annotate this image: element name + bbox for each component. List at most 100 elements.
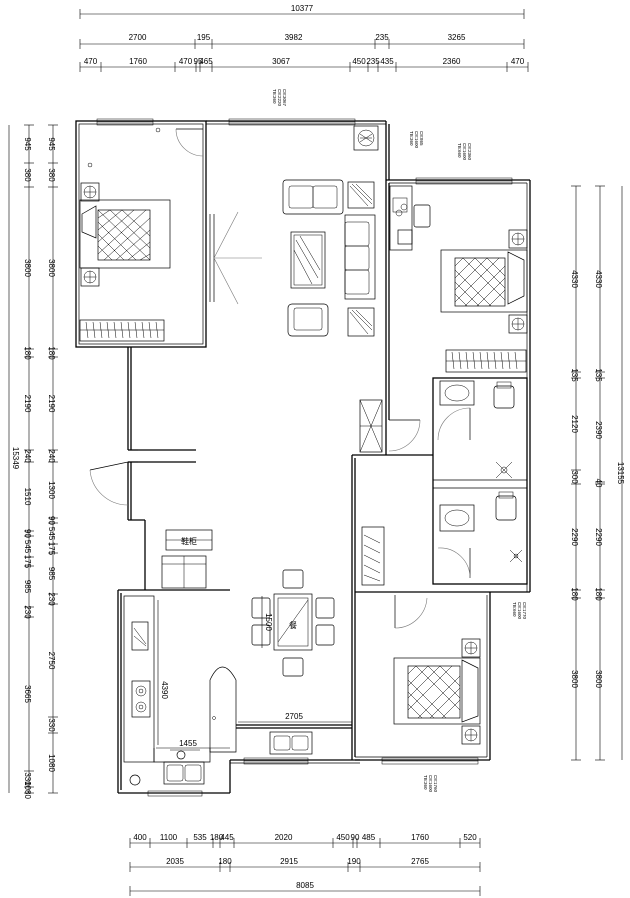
left-inner-label: 2190 [47,395,56,413]
gas-stove [131,680,151,718]
dining-chair [315,597,335,619]
left-outer-label: 380 [23,168,32,182]
left-outer-label: 230 [23,605,32,619]
window-note-2b: C8:1600 [414,131,419,149]
top-row2-label: 465 [199,57,213,66]
bottom-row1-label: 520 [463,833,477,842]
hall-closet [359,399,383,453]
window-note-3c: TB:660 [457,143,462,158]
bottom-row2-label: 190 [347,857,361,866]
top-row2-label: 435 [380,57,394,66]
sofa-two-seat [282,179,344,215]
top-row2-label: 450 [352,57,366,66]
left-outer-label: 985 [23,580,32,594]
bathroom-2 [439,491,523,563]
left-inner-label: 380 [47,168,56,182]
kitchen-depth-label: 4390 [160,681,169,699]
washbasin-2 [439,504,475,532]
top-row2-label: 3067 [272,57,290,66]
window-note-5a: C8:1760 [433,775,438,793]
washbasin-1 [439,380,475,406]
right-inner-label: 180 [570,587,579,601]
top-row1-label: 3982 [285,33,303,42]
door-entry [89,461,129,471]
bottom-dimension-overall: 8085 [129,881,481,896]
left-inner-label: 230 [47,592,56,606]
left-dimension-overall: 15349 [8,125,20,793]
left-inner-label: 985 [47,567,56,581]
window-note-1b: C8:2220 [277,89,282,107]
overall-left-label: 15349 [11,447,20,470]
window-kitchen [147,790,203,797]
kitchen-island [209,666,237,753]
nightstand-nw-1 [80,182,100,202]
kitchen: 4390 1455 [123,595,237,786]
window-note-4a: C8:1770 [522,602,527,620]
right-dimension-overall: 13155 [616,186,625,760]
se-bedroom [393,638,481,745]
nightstand-se-2 [461,725,481,745]
nw-bedroom [79,127,171,342]
left-inner-label: 3800 [47,259,56,277]
bed-ne [440,229,528,334]
nightstand-ne-2 [508,314,528,334]
top-row2-label: 470 [511,57,525,66]
left-outer-label: 545 [23,540,32,554]
left-outer-label: 1510 [23,488,32,506]
dining-chair [282,569,304,589]
left-inner-label: 90 [47,516,56,525]
dining-chair [315,624,335,646]
left-inner-label: 180 [47,346,56,360]
bottom-row2-label: 180 [218,857,232,866]
left-outer-label: 3665 [23,685,32,703]
living-room [282,125,379,337]
top-row1-label: 2700 [129,33,147,42]
top-row1-label: 195 [197,33,211,42]
nightstand-nw-2 [80,267,100,287]
coffee-table [290,231,326,289]
left-outer-label: 175 [23,555,32,569]
top-row2-label: 95 [194,57,203,66]
right-outer-label: 180 [594,587,603,601]
right-outer-label: 2290 [594,528,603,546]
window-note-4b: C8:1600 [517,602,522,620]
end-table-2 [347,307,375,337]
bottom-row1-label: 450 [336,833,350,842]
bottom-row2-label: 2765 [411,857,429,866]
window-note-1a: C8:3067 [282,89,287,107]
shoe-cabinet: 鞋柜 [165,529,213,551]
left-outer-label: 1080 [23,781,32,799]
top-row1-label: 235 [375,33,389,42]
left-inner-label: 240 [47,449,56,463]
overall-width-label: 10377 [291,4,314,13]
left-inner-label: 1080 [47,754,56,772]
top-row2-label: 470 [179,57,193,66]
left-outer-label: 945 [23,137,32,151]
bottom-row1-label: 90 [351,833,360,842]
left-inner-label: 545 [47,527,56,541]
dining-width-label: 2705 [285,712,303,721]
right-inner-label: 135 [570,368,579,382]
top-row2-label: 235 [366,57,380,66]
window-note-3a: C8:2360 [467,143,472,161]
right-inner-label: 300 [570,470,579,484]
left-inner-label: 330 [47,718,56,732]
floor-drain-1 [500,466,508,474]
dining-table [273,593,313,651]
kitchen-sink-width-label: 1455 [179,739,197,748]
dining-chair [251,624,271,646]
bottom-row1-label: 535 [193,833,207,842]
window-note-3b: C8:1600 [462,143,467,161]
right-inner-label: 2120 [570,415,579,433]
doors [89,128,471,629]
top-row2-label: 1760 [129,57,147,66]
left-outer-label: 240 [23,449,32,463]
sofa-three-seat [344,214,376,300]
ne-bedroom [389,185,528,373]
